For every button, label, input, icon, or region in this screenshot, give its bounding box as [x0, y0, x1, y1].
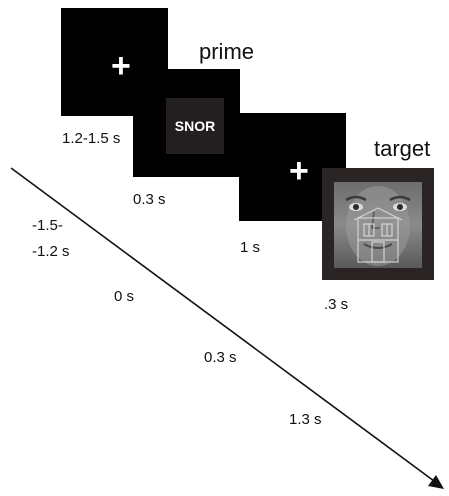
- fixation-cross-1: +: [111, 47, 131, 85]
- timeline-arrowhead: [428, 475, 444, 489]
- fixation-cross-2: +: [289, 152, 309, 190]
- target-screen: [322, 168, 434, 280]
- target-heading: target: [374, 136, 431, 161]
- prime-duration: 0.3 s: [133, 191, 166, 208]
- prime-screen: SNOR: [133, 69, 240, 177]
- time-label-zero: 0 s: [114, 288, 135, 305]
- prime-heading: prime: [199, 39, 255, 64]
- fixation-screen-1: +: [61, 8, 168, 116]
- timeline-arrow-line: [10, 167, 435, 482]
- target-duration: .3 s: [324, 296, 349, 313]
- fixation-1-duration: 1.2-1.5 s: [62, 130, 121, 147]
- time-label-line1: -1.5-: [32, 217, 63, 234]
- fixation-2-duration: 1 s: [240, 239, 261, 256]
- time-label-line2: -1.2 s: [32, 243, 70, 260]
- time-label-target: 1.3 s: [289, 411, 322, 428]
- prime-word: SNOR: [166, 98, 224, 154]
- time-label-prime: 0.3 s: [204, 349, 237, 366]
- face-house-image: [334, 182, 422, 268]
